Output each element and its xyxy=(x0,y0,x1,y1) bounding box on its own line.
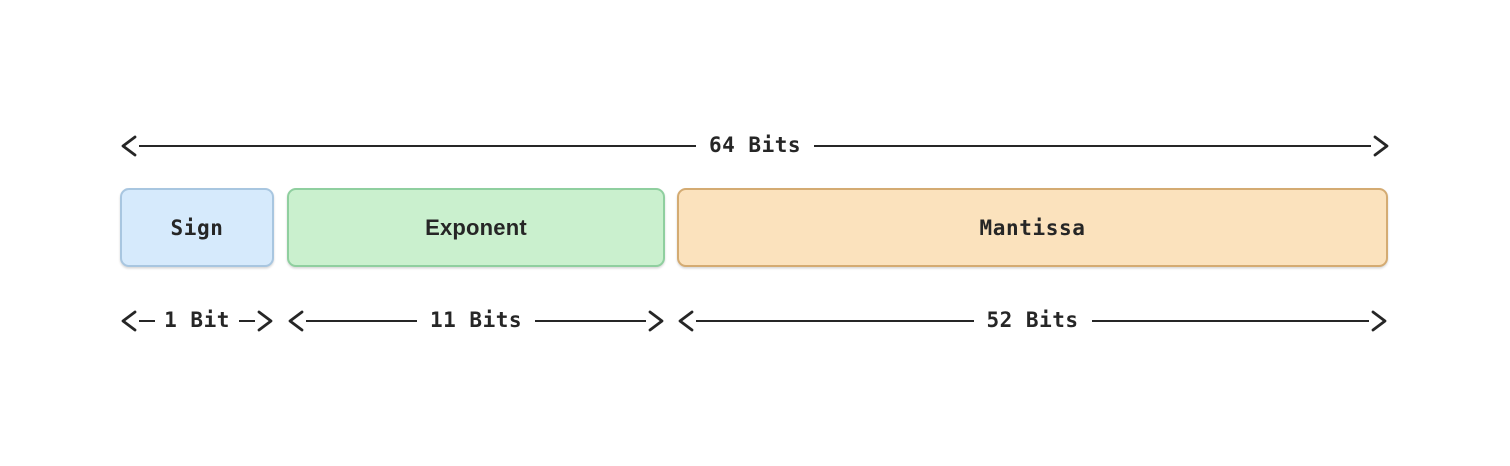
measure-line-right xyxy=(238,320,255,322)
arrow-right-icon xyxy=(1371,135,1390,157)
measure-total-bits: 64 Bits xyxy=(120,129,1390,163)
measure-line-right xyxy=(814,145,1372,147)
measure-line-right xyxy=(535,320,647,322)
measure-exponent-label: 11 Bits xyxy=(430,308,523,332)
measure-mantissa-bits: 52 Bits xyxy=(677,304,1388,338)
field-box-exponent[interactable]: Exponent xyxy=(287,188,665,267)
arrow-left-icon xyxy=(287,310,306,332)
measure-sign-label: 1 Bit xyxy=(164,308,230,332)
measure-line-right xyxy=(1091,320,1370,322)
measure-sign-bits: 1 Bit xyxy=(120,304,274,338)
arrow-left-icon xyxy=(677,310,696,332)
arrow-left-icon xyxy=(120,310,139,332)
measure-mantissa-label: 52 Bits xyxy=(986,308,1079,332)
measure-line-left xyxy=(139,320,156,322)
field-label-mantissa: Mantissa xyxy=(979,215,1086,240)
measure-exponent-bits: 11 Bits xyxy=(287,304,665,338)
measure-line-left xyxy=(306,320,417,322)
field-box-sign[interactable]: Sign xyxy=(120,188,274,267)
measure-total-label: 64 Bits xyxy=(709,133,802,157)
arrow-right-icon xyxy=(1369,310,1388,332)
field-label-exponent: Exponent xyxy=(425,214,527,240)
arrow-left-icon xyxy=(120,135,139,157)
arrow-right-icon xyxy=(646,310,665,332)
field-label-sign: Sign xyxy=(170,215,224,240)
field-box-mantissa[interactable]: Mantissa xyxy=(677,188,1388,267)
arrow-right-icon xyxy=(255,310,274,332)
measure-line-left xyxy=(139,145,696,147)
measure-line-left xyxy=(696,320,974,322)
